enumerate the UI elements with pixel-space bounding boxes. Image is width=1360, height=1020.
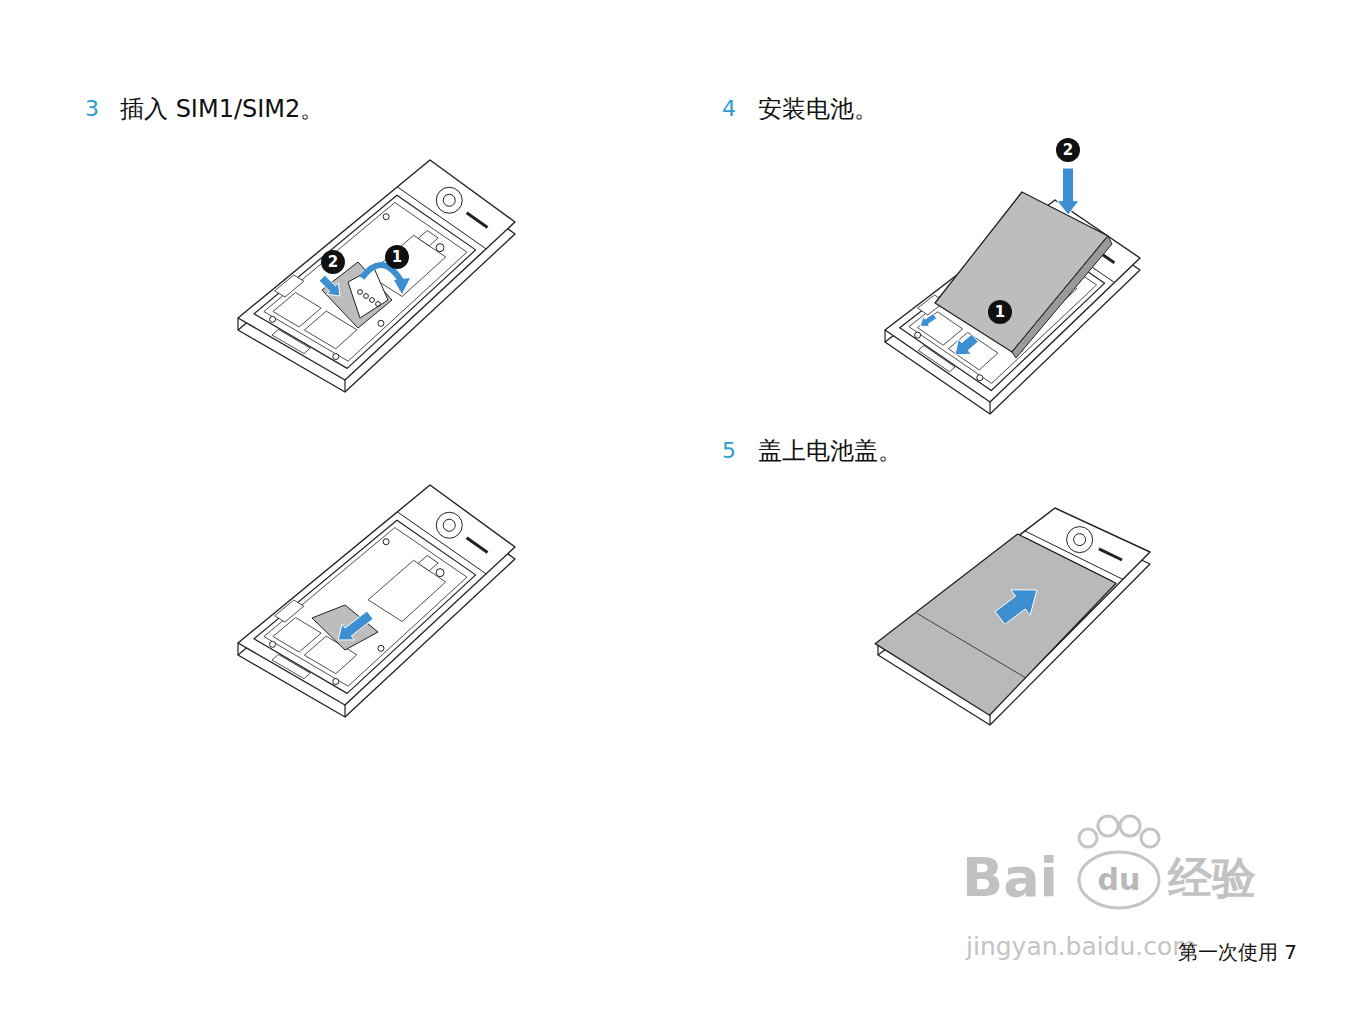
watermark-text: du [1098,862,1141,898]
sim-contact [376,302,381,307]
paw-pad [1079,852,1159,908]
direction-arrow [319,275,340,296]
screw-hole [378,320,384,326]
battery-bay [254,195,476,368]
step-number: 5 [722,438,736,464]
speaker-slot [1099,549,1122,560]
watermark-url: jingyan.baidu.com [966,932,1197,962]
direction-arrow [1057,168,1079,215]
contacts [275,275,304,297]
clip [418,231,438,246]
paw-toe [1141,829,1159,847]
phone-edge [989,402,990,414]
direction-arrow [995,590,1037,625]
speaker-slot [467,538,488,553]
port [918,346,955,372]
screw-hole [270,316,276,322]
page-footer: 第一次使用 7 [1178,940,1297,964]
battery-bay [254,520,476,693]
phone-edge [344,705,345,717]
paw-toe [1098,816,1118,836]
battery-bay-inner [264,203,467,362]
paw-toe [1079,829,1097,847]
port [272,654,310,678]
paw-toe [1120,816,1140,836]
sim-contact [358,290,363,295]
sim-contact [370,298,375,303]
phone-edge [344,380,345,392]
camera-lens [443,519,455,531]
callout-number: 1 [385,245,409,269]
screw-hole [333,679,339,685]
watermark-logo [1079,816,1159,908]
step-heading: 安装电池。 [758,95,878,124]
sim-card [312,605,378,650]
step-heading: 盖上电池盖。 [758,437,902,466]
screw-hole [383,214,389,220]
direction-arrow [955,334,978,355]
phone-edge [884,330,885,342]
battery-edge [1012,236,1112,358]
callout-number: 2 [1056,138,1080,162]
phone-drawing [875,508,1150,725]
clip [418,556,438,571]
sim-contact [364,294,369,299]
camera-lens [1074,534,1086,546]
flip-arrowhead [394,278,410,294]
battery-bay-inner [264,528,467,687]
phone-drawing [238,485,515,717]
screw-hole [915,332,921,338]
step-heading: 插入 SIM1/SIM2。 [120,95,324,124]
camera [1067,527,1093,553]
direction-arrow [338,611,373,640]
watermark-text: 经验 [1168,852,1256,905]
screw [436,569,444,577]
screw-hole [378,645,384,651]
step-number: 3 [85,96,99,122]
battery-cover [875,534,1116,715]
step-number: 4 [722,96,736,122]
screw [436,244,444,252]
port [272,329,310,353]
callout-number: 1 [988,300,1012,324]
callout-number: 2 [321,250,345,274]
cover-seam [917,613,1025,677]
camera [436,512,462,538]
speaker-slot [467,213,488,228]
phone-drawing [238,160,515,392]
screw-hole [977,375,983,381]
watermark-text: Bai [962,846,1058,911]
contacts [275,600,304,622]
phone-body [238,160,515,380]
screw-hole [333,354,339,360]
screw-hole [383,539,389,545]
direction-arrow [920,314,937,327]
camera-lens [443,194,455,206]
phone-drawing [885,168,1140,414]
camera [436,187,462,213]
screw-hole [270,641,276,647]
phone-edge [237,643,238,655]
phone-edge [237,318,238,330]
label-area [368,560,446,621]
sim-card-back [348,268,388,318]
phone-body [238,485,515,705]
